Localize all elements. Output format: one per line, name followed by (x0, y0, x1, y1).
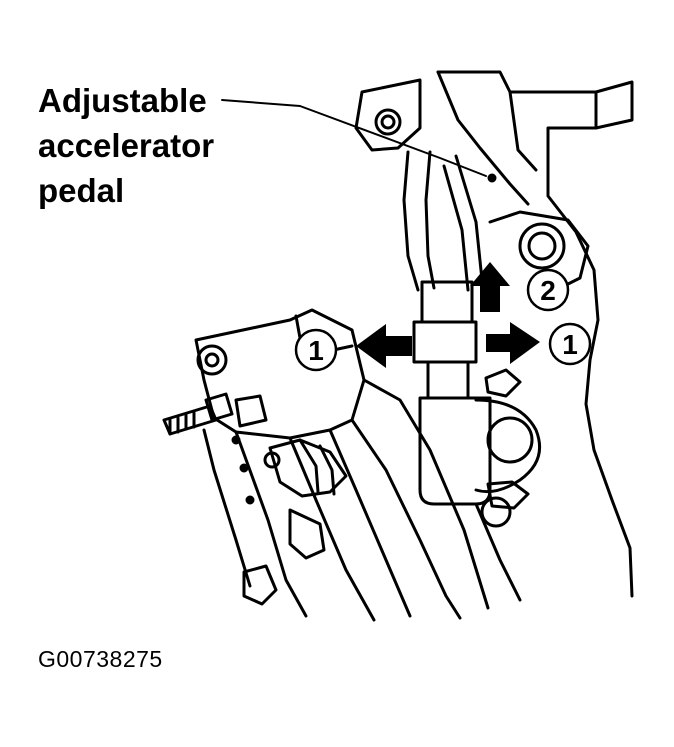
pedal-mechanism (162, 308, 490, 622)
callout-leader-line (221, 99, 487, 177)
marker-1-left-circle (294, 328, 338, 372)
marker-1-left-label: 1 (308, 335, 324, 366)
figure-code: G00738275 (38, 646, 163, 672)
callout-line-1: Adjustable (38, 82, 207, 119)
pedal-callout-label: Adjustable accelerator pedal (38, 78, 214, 213)
callout-line-2: accelerator (38, 127, 215, 164)
marker-1-right-label: 1 (562, 329, 578, 360)
marker-2-label: 2 (540, 275, 556, 306)
callout-line-3: pedal (38, 172, 125, 209)
marker-2-circle (526, 268, 570, 312)
arrow-left-icon (356, 324, 412, 368)
arrow-right-icon (486, 322, 540, 364)
cable-tubes (402, 150, 484, 292)
marker-1-right-circle (548, 322, 592, 366)
pedal-bracket (354, 70, 634, 598)
arrow-up-icon (470, 262, 510, 312)
cable-fitting (412, 280, 541, 602)
